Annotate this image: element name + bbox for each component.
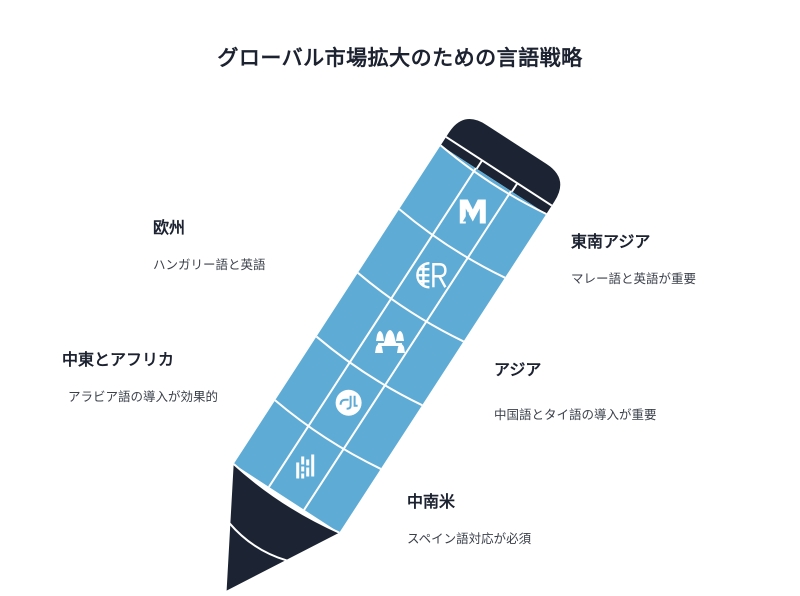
latam-bars-icon <box>296 454 315 479</box>
region-heading: 中南米 <box>407 492 456 511</box>
region-heading: 欧州 <box>153 218 186 237</box>
region-heading: アジア <box>494 360 542 379</box>
hungarian-forint-icon <box>416 262 447 289</box>
region-europe: 欧州 ハンガリー語と英語 <box>153 214 266 273</box>
page-title: グローバル市場拡大のための言語戦略 <box>217 46 583 70</box>
region-description: スペイン語対応が必須 <box>407 531 532 546</box>
region-description: マレー語と英語が重要 <box>571 271 697 286</box>
region-description: アラビア語の導入が効果的 <box>68 389 219 404</box>
region-asia: アジア 中国語とタイ語の導入が重要 <box>494 356 657 423</box>
region-description: 中国語とタイ語の導入が重要 <box>494 407 657 422</box>
pencil-cap <box>440 119 561 214</box>
region-latin-america: 中南米 スペイン語対応が必須 <box>407 488 531 547</box>
region-southeast-asia: 東南アジア マレー語と英語が重要 <box>571 228 696 287</box>
thai-temple-icon <box>375 330 405 353</box>
region-description: ハンガリー語と英語 <box>153 257 266 272</box>
region-heading: 中東とアフリカ <box>62 350 175 369</box>
region-heading: 東南アジア <box>571 232 651 251</box>
region-middle-east-africa: 中東とアフリカ アラビア語の導入が効果的 <box>62 346 218 405</box>
malaysia-m-logo-icon <box>459 199 486 224</box>
pencil-tip <box>226 464 340 591</box>
halal-icon <box>335 389 362 416</box>
